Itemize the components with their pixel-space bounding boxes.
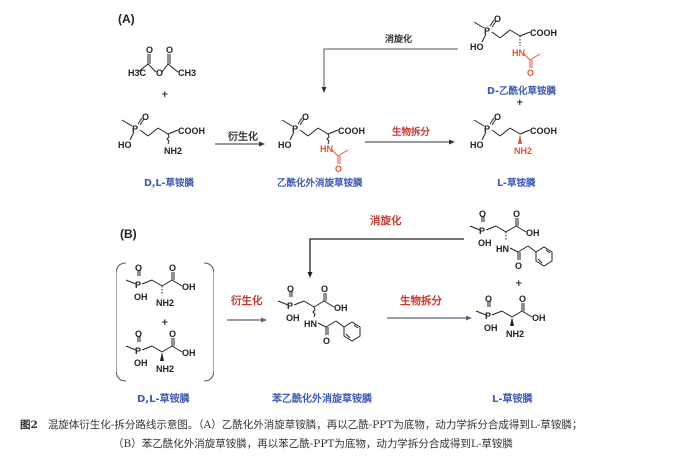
p-label: P (484, 26, 490, 36)
ho-label: HO (470, 140, 484, 150)
compound-name-l-ppt-a: L-草铵膦 (497, 178, 536, 189)
compound-name-dl-ppt-b: D,L-草铵膦 (137, 394, 190, 405)
arrow-bioresolution-b (387, 315, 472, 321)
product-plus-b: + (515, 279, 523, 289)
po-o-label: O (135, 330, 142, 339)
arrow-derivatization-b (227, 317, 267, 323)
po-o-label: O (494, 14, 501, 24)
hn-label: HN (304, 319, 317, 329)
ho-label: HO (118, 140, 132, 150)
step-label-derivatization-b: 衍生化 (231, 295, 263, 307)
reagent-plus: + (161, 90, 169, 100)
hn-label: HN (512, 48, 525, 58)
racemate-bracket (116, 262, 214, 382)
acid-oh-label: OH (182, 282, 196, 292)
arrow-racemization-a (321, 48, 458, 93)
bridge-o-label: O (156, 68, 163, 78)
acid-o-label: O (513, 210, 520, 219)
amide-o-label: O (323, 336, 330, 346)
d-phenylacetyl-ppt-structure: P O OH O OH HN O (469, 210, 553, 271)
acid-o-label: O (321, 285, 328, 294)
oh-label: OH (134, 292, 148, 302)
hn-label: HN (320, 144, 333, 154)
acetyl-racemic-ppt-structure: P O HO COOH HN O (278, 112, 365, 174)
amide-o-label: O (335, 164, 342, 174)
acid-oh-label: OH (182, 348, 196, 358)
p-label: P (479, 226, 485, 236)
step-label-bioresolution-a: 生物拆分 (392, 127, 431, 138)
p-label: P (484, 124, 490, 134)
po-o-label: O (485, 295, 492, 304)
ho-label: HO (470, 42, 484, 52)
l-ppt-structure-b: P O OH O OH NH2 (475, 295, 546, 339)
po-o-label: O (142, 112, 149, 122)
oh-label: OH (286, 313, 300, 323)
nh2-label: NH2 (514, 146, 532, 156)
acid-o-label: O (169, 264, 176, 273)
step-label-racemization-b: 消旋化 (370, 215, 402, 227)
amide-o-label: O (527, 68, 534, 76)
acetic-anhydride-structure: H3C O CH3 O O (128, 45, 196, 78)
d-ppt-structure-b: P O OH O OH NH2 (125, 264, 196, 308)
oh-label: OH (478, 238, 492, 248)
arrow-derivatization-a (215, 141, 265, 147)
acid-o-label: O (519, 295, 526, 304)
acid-o-label: O (169, 330, 176, 339)
cooh-label: COOH (530, 126, 557, 136)
panel-a-label: (A) (118, 12, 135, 26)
ch3-label: CH3 (178, 68, 196, 78)
po-o-label: O (302, 112, 309, 122)
compound-name-phenylacetyl-racemic-ppt: 苯乙酰化外消旋草铵膦 (272, 394, 372, 405)
figure-number: 图2 (20, 419, 38, 431)
po-o-label: O (494, 112, 501, 122)
arrow-bioresolution-a (365, 139, 455, 145)
phenylacetyl-racemic-ppt-structure: P O OH O OH HN O (277, 285, 361, 346)
po-o-label: O (479, 210, 486, 219)
acid-oh-label: OH (526, 228, 540, 238)
oh-label: OH (134, 358, 148, 368)
nh2-label: NH2 (164, 146, 182, 156)
carbonyl-o1-label: O (146, 45, 153, 55)
oh-label: OH (484, 323, 498, 333)
carbonyl-o2-label: O (166, 45, 173, 55)
step-label-bioresolution-b: 生物拆分 (400, 295, 442, 307)
cooh-label: COOH (530, 28, 557, 38)
cooh-label: COOH (338, 126, 365, 136)
compound-name-d-acetyl-ppt: D-乙酰化草铵膦 (487, 86, 557, 97)
po-o-label: O (287, 285, 294, 294)
panel-b-label: (B) (120, 227, 137, 241)
nh2-label: NH2 (156, 364, 174, 374)
p-label: P (135, 280, 141, 290)
p-label: P (485, 311, 491, 321)
product-plus-a: + (516, 98, 524, 108)
d-acetyl-ppt-structure: P O HO COOH HN O (470, 14, 557, 76)
step-label-racemization-a: 消旋化 (385, 35, 413, 45)
p-label: P (292, 124, 298, 134)
nh2-label: NH2 (506, 329, 524, 339)
dl-ppt-structure-a: P O HO COOH NH2 (118, 112, 205, 156)
caption-text-1: 混旋体衍生化-拆分路线示意图。（A）乙酰化外消旋草铵膦，再以乙酰-PPT为底物，… (47, 419, 583, 431)
arrow-racemization-b (307, 238, 464, 278)
ho-label: HO (278, 140, 292, 150)
p-label: P (135, 346, 141, 356)
p-label: P (132, 124, 138, 134)
nh2-label: NH2 (156, 298, 174, 308)
l-ppt-structure-a: P O HO COOH NH2 (470, 112, 557, 156)
cooh-label: COOH (178, 126, 205, 136)
racemate-plus: + (161, 318, 169, 328)
step-label-derivatization-a: 衍生化 (228, 132, 258, 143)
acid-oh-label: OH (334, 303, 348, 313)
po-o-label: O (135, 264, 142, 273)
compound-name-dl-ppt-a: D,L-草铵膦 (144, 178, 194, 189)
l-ppt-in-racemate-structure: P O OH O OH NH2 (125, 330, 196, 374)
acid-oh-label: OH (532, 313, 546, 323)
figure-caption-line-2: （B）苯乙酰化外消旋草铵膦，再以苯乙酰-PPT为底物，动力学拆分合成得到L-草铵… (113, 438, 513, 450)
h3c-label: H3C (128, 68, 147, 78)
figure-caption-line-1: 图2 混旋体衍生化-拆分路线示意图。（A）乙酰化外消旋草铵膦，再以乙酰-PPT为底… (20, 417, 582, 432)
compound-name-acetyl-racemic-ppt: 乙酰化外消旋草铵膦 (277, 178, 363, 189)
amide-o-label: O (515, 261, 522, 271)
hn-label: HN (496, 244, 509, 254)
compound-name-l-ppt-b: L-草铵膦 (492, 394, 533, 405)
p-label: P (287, 301, 293, 311)
